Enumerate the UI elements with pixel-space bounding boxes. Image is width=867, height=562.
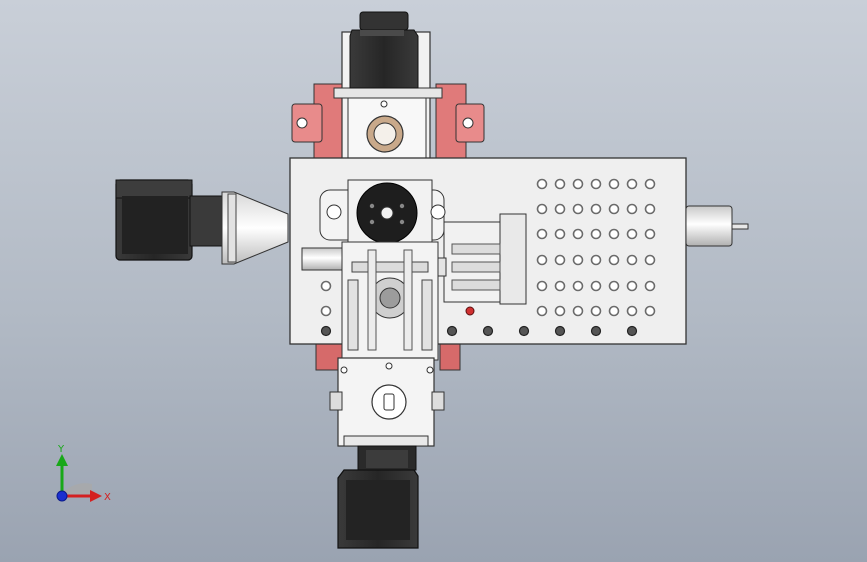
plate-hole xyxy=(644,228,656,240)
plate-hole xyxy=(536,305,548,317)
plate-hole xyxy=(608,305,620,317)
motor-left-icon xyxy=(115,179,289,265)
plate-hole xyxy=(554,325,566,337)
plate-hole xyxy=(608,280,620,292)
triad-icon: Y X xyxy=(56,444,111,503)
plate-hole xyxy=(644,203,656,215)
plate-hole xyxy=(644,254,656,266)
plate-hole xyxy=(320,305,332,317)
plate-hole xyxy=(554,178,566,190)
y-axis-label: Y xyxy=(57,444,65,455)
plate-hole xyxy=(590,280,602,292)
plate-hole xyxy=(482,325,494,337)
plate-hole xyxy=(626,178,638,190)
plate-hole xyxy=(554,203,566,215)
x-rail-carriage xyxy=(429,213,527,305)
plate-hole xyxy=(590,203,602,215)
plate-hole xyxy=(608,178,620,190)
plate-hole xyxy=(536,203,548,215)
plate-hole xyxy=(572,203,584,215)
plate-hole xyxy=(590,178,602,190)
plate-hole xyxy=(608,203,620,215)
highlight-hole xyxy=(465,306,475,316)
plate-hole xyxy=(572,178,584,190)
plate-hole xyxy=(554,254,566,266)
plate-hole xyxy=(626,203,638,215)
plate-hole xyxy=(320,325,332,337)
plate-hole xyxy=(536,178,548,190)
plate-hole xyxy=(446,325,458,337)
plate-hole xyxy=(626,280,638,292)
plate-hole xyxy=(608,254,620,266)
plate-hole xyxy=(590,254,602,266)
plate-hole xyxy=(320,280,332,292)
plate-hole xyxy=(590,228,602,240)
plate-hole xyxy=(554,305,566,317)
bottom-gearbox xyxy=(329,357,445,447)
plate-hole xyxy=(536,228,548,240)
plate-hole xyxy=(644,178,656,190)
plate-hole xyxy=(554,228,566,240)
y-slide xyxy=(341,241,439,361)
plate-hole xyxy=(590,305,602,317)
plate-hole xyxy=(590,325,602,337)
motor-top-icon xyxy=(349,11,419,89)
plate-hole xyxy=(536,280,548,292)
tail-cylinder xyxy=(301,247,345,271)
plate-hole xyxy=(626,325,638,337)
plate-hole xyxy=(572,228,584,240)
plate-hole xyxy=(518,325,530,337)
plate-hole xyxy=(554,280,566,292)
plate-hole-grid xyxy=(320,178,656,337)
plate-hole xyxy=(572,280,584,292)
plate-hole xyxy=(608,228,620,240)
plate-hole xyxy=(572,305,584,317)
rotary-hub xyxy=(319,179,446,244)
plate-hole xyxy=(644,305,656,317)
x-axis-label: X xyxy=(104,492,111,503)
plate-hole xyxy=(572,254,584,266)
motor-bottom-icon xyxy=(337,445,419,549)
plate-hole xyxy=(644,280,656,292)
spindle-icon xyxy=(685,205,749,247)
plate-hole xyxy=(536,254,548,266)
plate-hole xyxy=(626,228,638,240)
plate-hole xyxy=(626,254,638,266)
plate-hole xyxy=(626,305,638,317)
